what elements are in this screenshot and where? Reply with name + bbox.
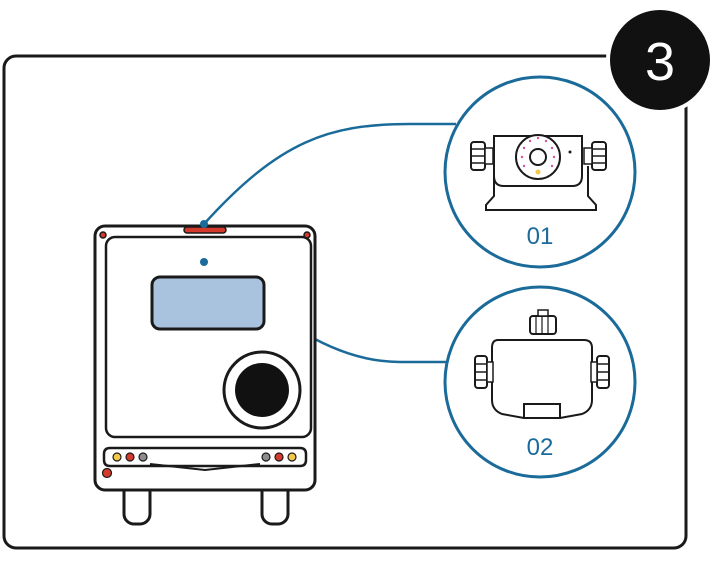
step-badge-circle (606, 6, 714, 114)
callout-label-02: 02 (527, 434, 554, 461)
front-camera-icon (470, 134, 607, 211)
rear-camera-icon (474, 309, 610, 419)
screw-top-right (303, 231, 311, 239)
callout-01: 01 (443, 75, 637, 269)
connector-line-01 (203, 122, 456, 225)
device-window (150, 275, 266, 331)
connector-dot-01 (200, 220, 208, 228)
device-bottom-strip (102, 446, 308, 468)
top-mount-indicator (183, 226, 227, 234)
step-number: 3 (645, 32, 675, 92)
light-left-yellow (112, 452, 122, 462)
strip-center-line (149, 463, 261, 472)
speaker-core (235, 363, 289, 417)
callout-label-01: 01 (527, 223, 554, 250)
connector-dot-02 (200, 258, 208, 266)
light-left-red (125, 452, 135, 462)
screw-top-left (99, 231, 107, 239)
callout-02: 02 (443, 285, 637, 479)
light-right-gray (261, 452, 271, 462)
light-right-yellow (287, 452, 297, 462)
device-unit (93, 224, 317, 526)
light-left-gray (138, 452, 148, 462)
light-bottom-left (101, 467, 113, 479)
step-badge: 3 (606, 6, 714, 114)
light-right-red (274, 452, 284, 462)
